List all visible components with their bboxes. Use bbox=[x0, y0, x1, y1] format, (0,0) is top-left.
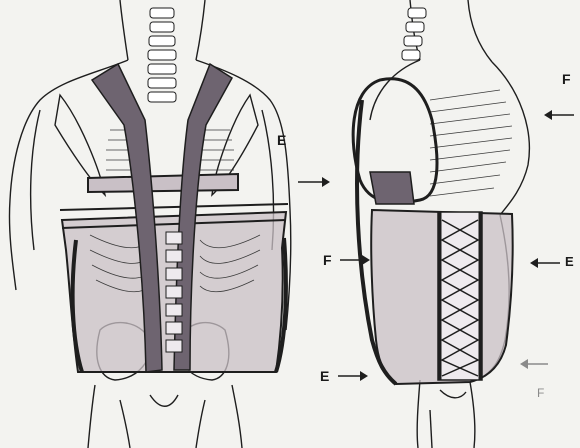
side-shoulder-pad bbox=[370, 172, 414, 204]
label-side-E-bottom: E bbox=[320, 369, 329, 383]
label-side-F-left: F bbox=[323, 253, 332, 267]
back-upper-band bbox=[88, 174, 238, 192]
side-lacing-panel bbox=[438, 212, 482, 380]
label-side-F-bottom: F bbox=[537, 387, 544, 399]
back-lumbar-spine bbox=[166, 232, 182, 352]
label-back-E: E bbox=[277, 133, 286, 147]
arrow-side-F-bottom bbox=[520, 359, 548, 369]
arrow-side-F-left bbox=[340, 255, 370, 265]
arrow-side-F-top bbox=[544, 110, 574, 120]
back-spine bbox=[148, 8, 176, 102]
arrow-back-E bbox=[298, 177, 330, 187]
label-side-E-right: E bbox=[565, 255, 574, 268]
back-band-line bbox=[60, 204, 288, 210]
arrow-side-E-right bbox=[530, 258, 560, 268]
side-rib-hatching bbox=[430, 90, 512, 196]
label-side-F-top: F bbox=[562, 72, 571, 86]
arrow-side-E-bottom bbox=[338, 371, 368, 381]
